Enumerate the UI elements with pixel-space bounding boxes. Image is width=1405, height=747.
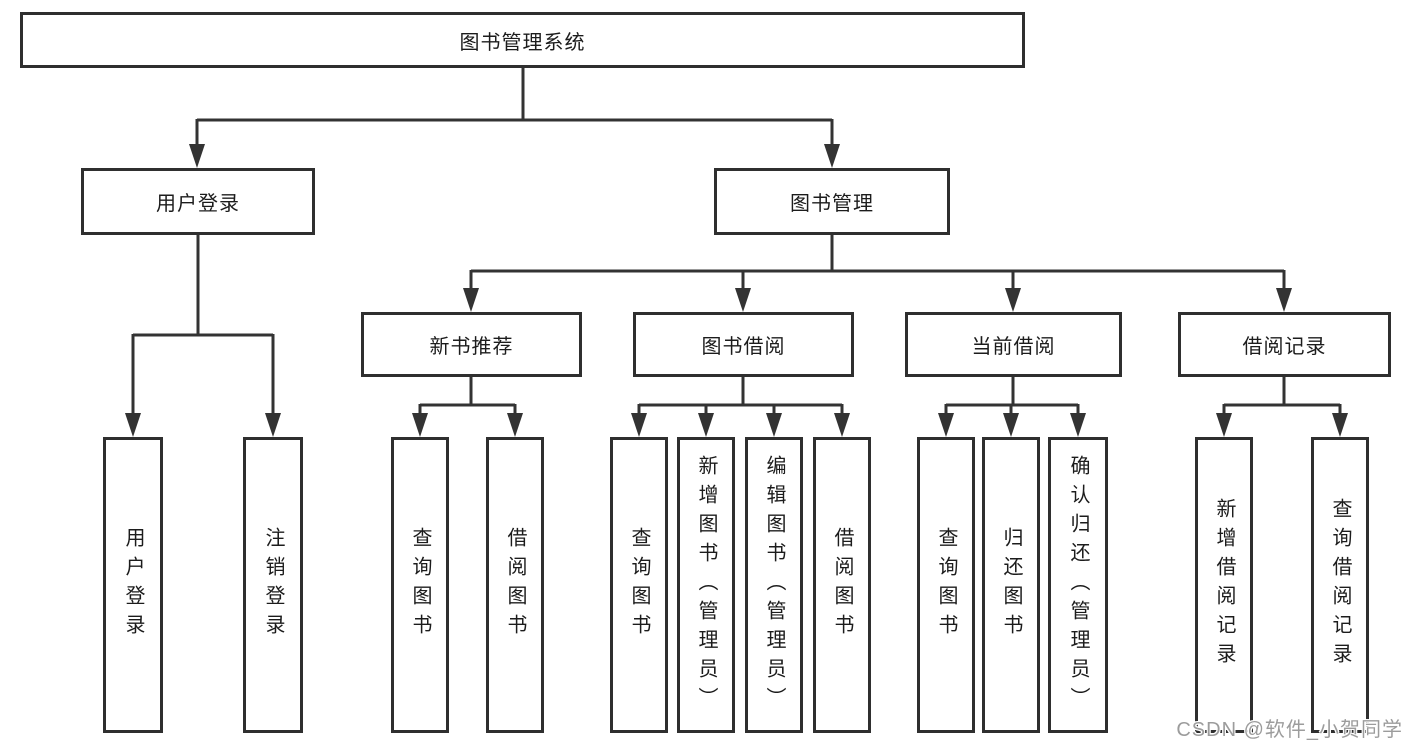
- leaf-query-borrow-record: 查询借阅记录: [1311, 437, 1369, 733]
- node-new-book-recommend: 新书推荐: [361, 312, 582, 377]
- leaf-user-login: 用户登录: [103, 437, 163, 733]
- arrowhead: [507, 413, 523, 437]
- edge-current-borrow-to-leaves: [944, 377, 1080, 413]
- node-borrow-records: 借阅记录: [1178, 312, 1391, 377]
- arrowhead: [1005, 288, 1021, 312]
- node-label: 借阅图书: [831, 527, 853, 643]
- leaf-confirm-return-admin: 确认归还（管理员）: [1048, 437, 1108, 733]
- node-root-system: 图书管理系统: [20, 12, 1025, 68]
- node-label: 图书管理系统: [459, 31, 586, 54]
- arrowhead: [1003, 413, 1019, 437]
- csdn-watermark: CSDN @软件_小贺同学: [1176, 719, 1403, 741]
- arrowhead: [1070, 413, 1086, 437]
- arrowhead: [834, 413, 850, 437]
- edge-book-borrow-to-leaves: [637, 377, 844, 413]
- leaf-add-borrow-record: 新增借阅记录: [1195, 437, 1253, 733]
- node-book-borrow: 图书借阅: [633, 312, 854, 377]
- arrowhead: [412, 413, 428, 437]
- node-label: 借阅图书: [504, 527, 526, 643]
- leaf-query-books-borrow: 查询图书: [610, 437, 668, 733]
- node-current-borrow: 当前借阅: [905, 312, 1122, 377]
- arrowhead: [1332, 413, 1348, 437]
- leaf-edit-book-admin: 编辑图书（管理员）: [745, 437, 803, 733]
- arrowhead: [766, 413, 782, 437]
- node-label: 新书推荐: [429, 336, 514, 358]
- node-label: 查询借阅记录: [1329, 498, 1351, 672]
- arrowhead: [698, 413, 714, 437]
- arrowhead: [938, 413, 954, 437]
- edge-borrow-records-to-leaves: [1222, 377, 1342, 413]
- leaf-return-book: 归还图书: [982, 437, 1040, 733]
- arrowhead: [189, 144, 205, 168]
- node-label: 注销登录: [262, 527, 284, 643]
- edge-root-to-level2: [195, 68, 834, 146]
- arrowhead: [631, 413, 647, 437]
- node-label: 新增图书（管理员）: [695, 454, 717, 716]
- node-label: 图书管理: [790, 193, 874, 215]
- arrowhead: [735, 288, 751, 312]
- leaf-add-book-admin: 新增图书（管理员）: [677, 437, 735, 733]
- arrowhead: [463, 288, 479, 312]
- arrowhead: [125, 413, 141, 437]
- node-label: 归还图书: [1000, 527, 1022, 643]
- node-label: 用户登录: [156, 193, 240, 215]
- node-label: 新增借阅记录: [1213, 498, 1235, 672]
- node-label: 用户登录: [122, 527, 144, 643]
- leaf-borrow-books-recommend: 借阅图书: [486, 437, 544, 733]
- node-label: 借阅记录: [1242, 336, 1327, 358]
- arrowhead: [265, 413, 281, 437]
- leaf-borrow-books: 借阅图书: [813, 437, 871, 733]
- edge-user-login-to-leaves: [131, 235, 275, 414]
- node-label: 当前借阅: [971, 336, 1056, 358]
- node-label: 图书借阅: [701, 336, 786, 358]
- node-label: 查询图书: [628, 527, 650, 643]
- node-user-login: 用户登录: [81, 168, 315, 235]
- arrowhead: [1276, 288, 1292, 312]
- connector-arrowheads: [125, 144, 1348, 437]
- node-label: 确认归还（管理员）: [1067, 454, 1089, 716]
- node-label: 查询图书: [409, 527, 431, 643]
- leaf-query-books-recommend: 查询图书: [391, 437, 449, 733]
- connector-lines: [131, 68, 1342, 414]
- edge-new-book-recommend-to-leaves: [418, 377, 517, 413]
- arrowhead: [1216, 413, 1232, 437]
- leaf-query-books-current: 查询图书: [917, 437, 975, 733]
- leaf-logout: 注销登录: [243, 437, 303, 733]
- edge-book-management-to-level3: [469, 235, 1286, 290]
- node-book-management: 图书管理: [714, 168, 950, 235]
- arrowhead: [824, 144, 840, 168]
- node-label: 编辑图书（管理员）: [763, 454, 785, 716]
- node-label: 查询图书: [935, 527, 957, 643]
